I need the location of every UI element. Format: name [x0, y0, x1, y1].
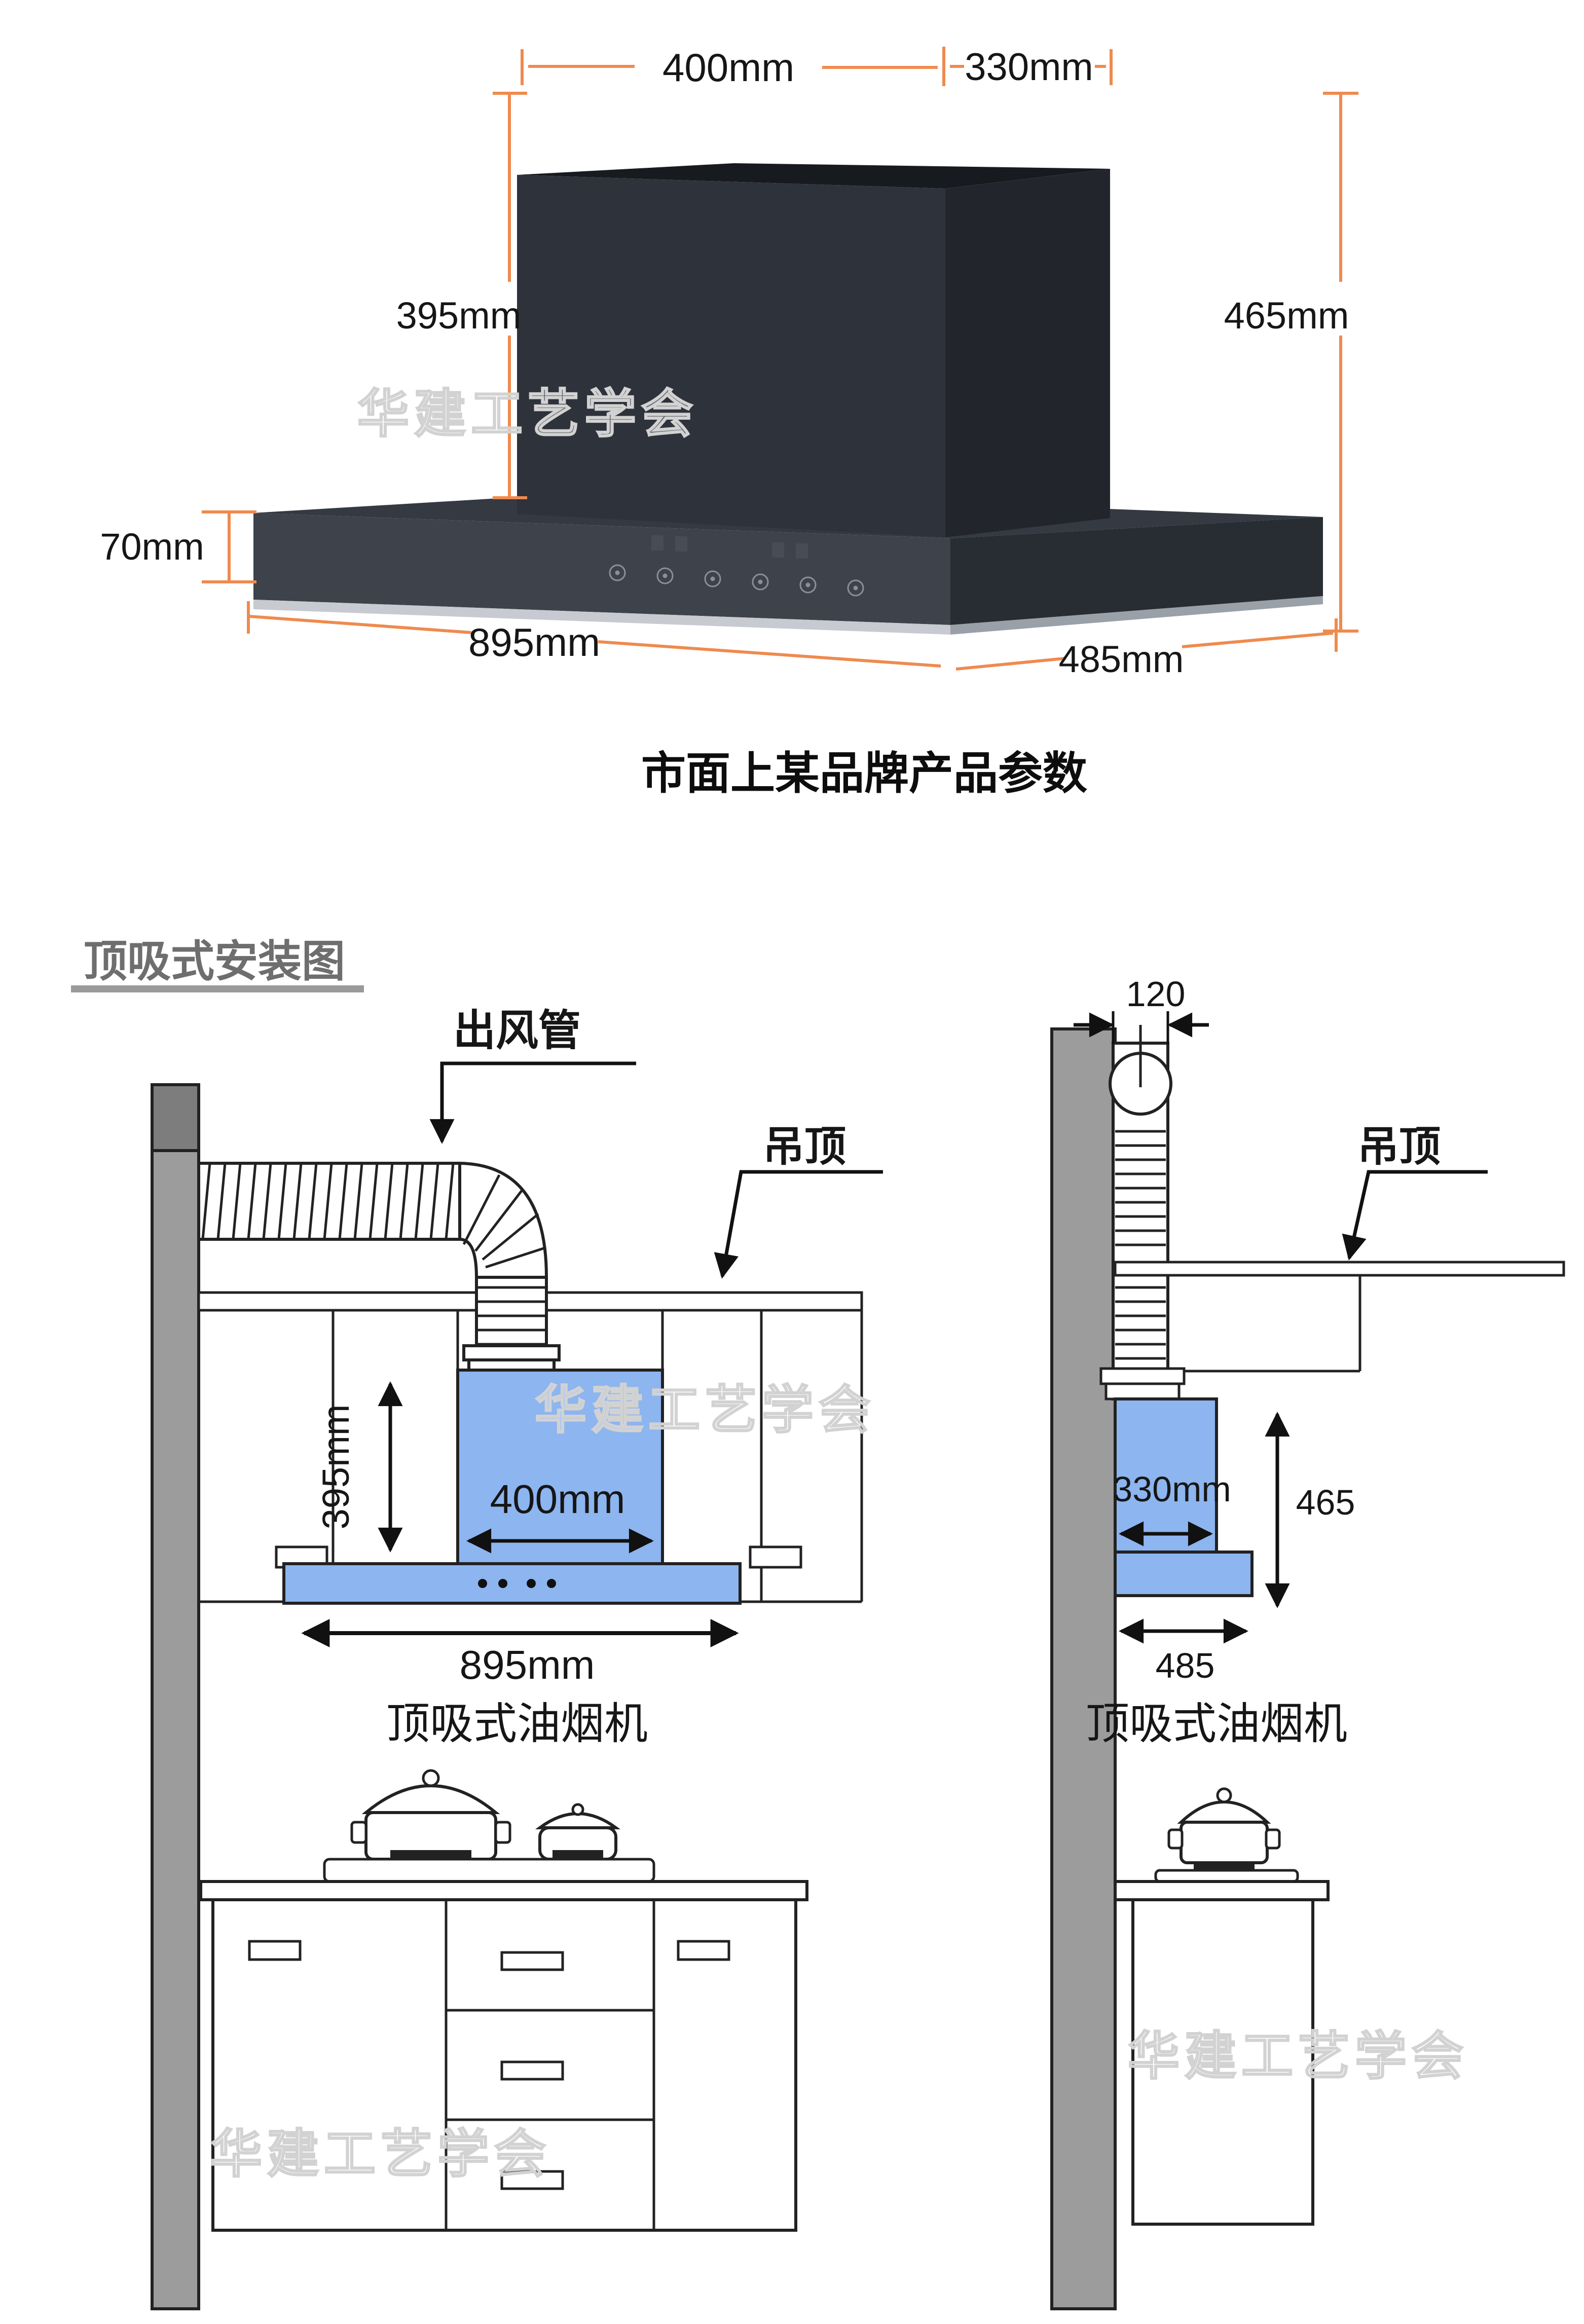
front-view-diagram: 395mm 400mm 895mm 顶吸式油烟机 出风管 吊顶 — [151, 1007, 883, 2310]
cooktop-side-view — [1114, 1787, 1330, 2226]
product-render — [253, 163, 1323, 635]
duct-collar-2 — [1104, 1382, 1181, 1400]
hood-width-label: 895mm — [460, 1642, 595, 1687]
ceiling-label-front: 吊顶 — [763, 1124, 846, 1170]
pot-lid-side — [1177, 1800, 1271, 1824]
hood-depth-label: 485 — [1156, 1646, 1215, 1685]
burner-side — [1194, 1863, 1255, 1871]
pot-knob-side — [1216, 1787, 1232, 1803]
ceiling-board-side — [1114, 1261, 1565, 1277]
hood-base-front-rim — [253, 600, 950, 635]
duct-leader-line — [429, 1061, 636, 1144]
hood-chimney-left-face — [517, 175, 945, 537]
pot-lid-knob — [422, 1769, 440, 1787]
hood-chimney-right-face — [945, 169, 1110, 537]
dim-base-depth-label: 485mm — [1059, 638, 1184, 680]
dim-top-width-label: 400mm — [662, 45, 794, 90]
lower-cabinet-side — [1131, 1898, 1314, 2226]
dim-total-height-label: 465mm — [1224, 294, 1349, 337]
hood-control-dots — [478, 1579, 556, 1588]
side-view-diagram: 120 330mm 465 485 顶吸式油烟机 吊顶 — [1050, 974, 1565, 2310]
watermark: 华建工艺学会 — [1127, 2027, 1468, 2086]
pot-lid — [361, 1784, 500, 1814]
burner-left — [390, 1850, 471, 1859]
dim-base-width-label: 895mm — [468, 620, 600, 665]
wall-column-side — [1050, 1027, 1117, 2310]
ceiling-leader-side — [1342, 1170, 1488, 1261]
hood-chimney-top-face — [517, 163, 1110, 189]
countertop-side — [1114, 1880, 1330, 1901]
pot-handle-side-r — [1265, 1828, 1281, 1850]
product-dimension-lines — [202, 47, 1358, 671]
duct-label: 出风管 — [453, 1007, 581, 1054]
side-view-caption: 顶吸式油烟机 — [1086, 1700, 1347, 1748]
hood-base-right-face — [950, 517, 1323, 625]
pot-body-side — [1180, 1821, 1269, 1864]
cooktop-front-view — [199, 1769, 808, 2232]
duct-width-dim — [1074, 1011, 1209, 1044]
duct-width-label: 120 — [1126, 974, 1186, 1014]
touch-control-panel — [609, 535, 864, 597]
duct-collar-1 — [1099, 1367, 1186, 1385]
pot-handle-right — [494, 1821, 511, 1844]
product-dimension-labels: 400mm 330mm 395mm 465mm 70mm 895mm 485mm — [100, 45, 1349, 680]
pot-handle-left — [350, 1821, 367, 1844]
front-view-caption: 顶吸式油烟机 — [386, 1700, 648, 1748]
watermark: 华建工艺学会 — [357, 385, 698, 444]
hood-base-right-rim — [950, 596, 1323, 635]
wall-column-cap — [151, 1083, 200, 1152]
drawer-handle-1 — [500, 1951, 564, 1971]
burner-right — [552, 1850, 603, 1859]
cooktop-slab-side — [1154, 1869, 1299, 1883]
chimney-width-label: 400mm — [490, 1477, 625, 1522]
duct-side-view — [1109, 1025, 1172, 1400]
small-pot-knob — [571, 1803, 584, 1816]
cabinet-handle-right — [749, 1545, 802, 1569]
pot-handle-side-l — [1167, 1828, 1184, 1850]
dim-top-depth-label: 330mm — [965, 46, 1093, 89]
total-height-label: 465 — [1296, 1483, 1355, 1522]
hood-front-view — [282, 1369, 742, 1605]
dim-chimney-height-label: 395mm — [396, 294, 522, 337]
section-title-underline — [71, 985, 364, 992]
door-handle-left — [248, 1940, 302, 1961]
drawer-handle-2 — [500, 2060, 564, 2081]
wall-column — [151, 1083, 200, 2310]
door-handle-right — [677, 1940, 730, 1961]
watermark: 华建工艺学会 — [210, 2125, 551, 2184]
watermark: 华建工艺学会 — [534, 1381, 875, 1440]
countertop — [199, 1880, 808, 1901]
hood-base-side — [1114, 1551, 1254, 1597]
drawer-handle-3 — [500, 2170, 564, 2190]
exhaust-duct — [197, 1161, 561, 1373]
hood-base-front-face — [253, 513, 950, 625]
ceiling-label-side: 吊顶 — [1357, 1124, 1441, 1170]
chimney-depth-label: 330mm — [1113, 1469, 1231, 1509]
section-title: 顶吸式安装图 — [84, 937, 345, 986]
product-caption: 市面上某品牌产品参数 — [641, 748, 1087, 798]
cooktop-slab — [323, 1858, 655, 1883]
dim-base-height-label: 70mm — [100, 526, 204, 568]
chimney-height-label: 395mm — [315, 1405, 357, 1530]
ceiling-leader-front — [714, 1170, 883, 1279]
hood-base-front — [282, 1562, 742, 1605]
